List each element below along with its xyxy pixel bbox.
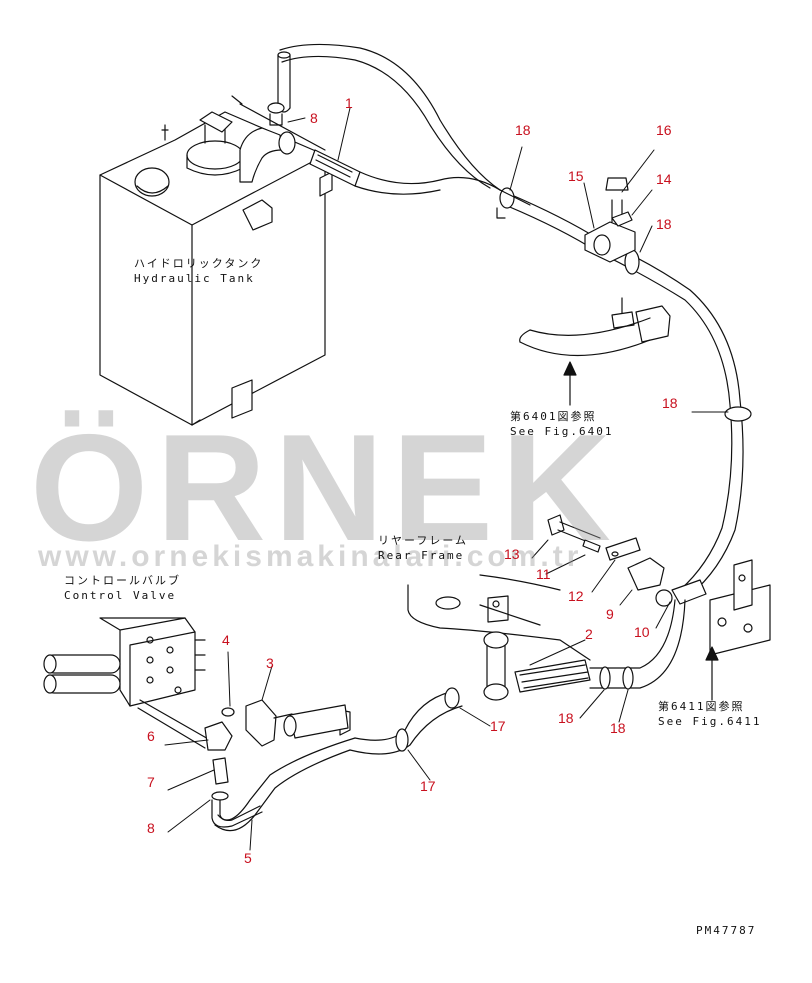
callout-2: 2: [585, 626, 593, 642]
fig6401-label-en: See Fig.6401: [510, 425, 614, 438]
drawing-code: PM47787: [696, 924, 757, 937]
callout-4: 4: [222, 632, 230, 648]
rear-frame-label-en: Rear Frame: [378, 549, 465, 562]
rear-frame-label-jp: リヤーフレーム: [378, 534, 469, 547]
callout-17-b: 17: [420, 778, 436, 794]
rear-frame: [407, 574, 591, 701]
hydraulic-tank: [99, 95, 333, 426]
callout-16: 16: [656, 122, 672, 138]
callout-3: 3: [266, 655, 274, 671]
fig6401-label-jp: 第6401図参照: [510, 410, 597, 423]
callout-10: 10: [634, 624, 650, 640]
fig6411-label-en: See Fig.6411: [658, 715, 762, 728]
small-parts: [547, 514, 707, 607]
callout-17-a: 17: [490, 718, 506, 734]
control-valve-label-en: Control Valve: [64, 589, 177, 602]
watermark-url: www.ornekismakinalari.com.tr: [38, 540, 583, 573]
callout-14: 14: [656, 171, 672, 187]
fittings: [204, 699, 293, 828]
callout-6: 6: [147, 728, 155, 744]
callout-12: 12: [568, 588, 584, 604]
callout-18-c: 18: [662, 395, 678, 411]
callout-1: 1: [345, 95, 353, 111]
callout-18-d: 18: [558, 710, 574, 726]
callout-18-e: 18: [610, 720, 626, 736]
bracket-6411: [709, 559, 771, 656]
watermark-brand: ÖRNEK: [30, 403, 619, 573]
callout-15: 15: [568, 168, 584, 184]
callout-8-bottom: 8: [147, 820, 155, 836]
callout-9: 9: [606, 606, 614, 622]
clamp-assembly: [519, 177, 671, 357]
reference-arrows: [563, 361, 719, 701]
callout-13: 13: [504, 546, 520, 562]
return-hose: [267, 43, 501, 195]
callout-8-top: 8: [310, 110, 318, 126]
callout-18-a: 18: [515, 122, 531, 138]
leader-lines: [164, 107, 729, 851]
callout-5: 5: [244, 850, 252, 866]
hydraulic-tank-label-jp: ハイドロリックタンク: [134, 257, 264, 270]
control-valve-label-jp: コントロールバルブ: [64, 574, 181, 587]
callout-11: 11: [536, 566, 551, 582]
callout-7: 7: [147, 774, 155, 790]
callout-18-b: 18: [656, 216, 672, 232]
control-valve: [43, 617, 211, 749]
hose-lower: [214, 599, 686, 832]
hydraulic-tank-label-en: Hydraulic Tank: [134, 272, 255, 285]
fig6411-label-jp: 第6411図参照: [658, 700, 745, 713]
